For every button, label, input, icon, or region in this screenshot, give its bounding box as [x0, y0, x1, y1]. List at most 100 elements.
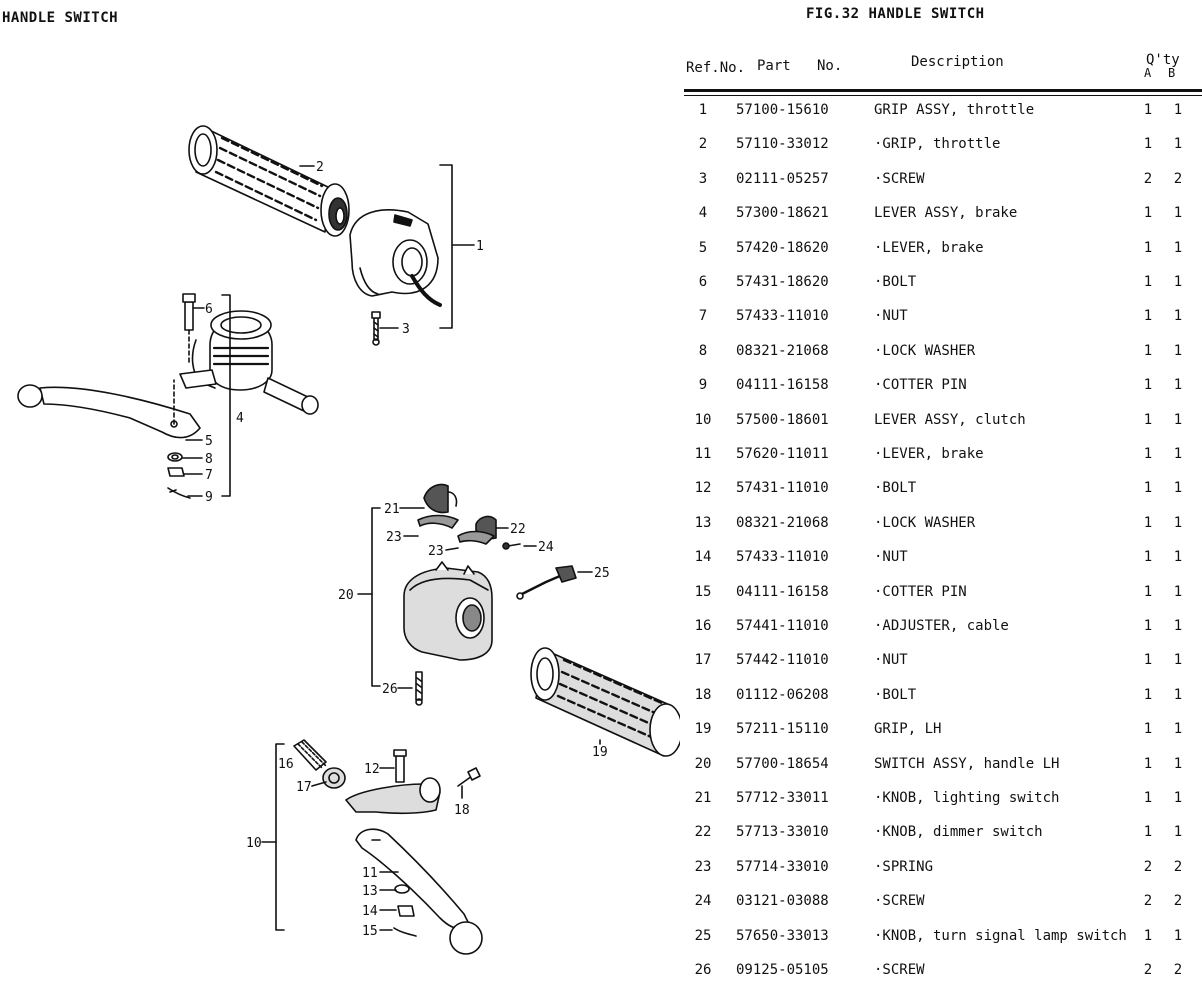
- part-no-cell: 08321-21068: [736, 515, 829, 531]
- part-no-cell: 57712-33011: [736, 790, 829, 806]
- qty-b-cell: 1: [1173, 721, 1183, 737]
- header-qty: Q'ty: [1146, 52, 1180, 68]
- description-cell: ·BOLT: [874, 480, 917, 496]
- callout-4: 4: [236, 411, 244, 426]
- callout-22: 22: [510, 522, 526, 537]
- qty-b-cell: 1: [1173, 618, 1183, 634]
- ref-no-cell: 13: [694, 515, 712, 531]
- description-cell: LEVER ASSY, clutch: [874, 412, 1026, 428]
- qty-b-cell: 2: [1173, 171, 1183, 187]
- description-cell: ·NUT: [874, 549, 908, 565]
- description-cell: ·ADJUSTER, cable: [874, 618, 1009, 634]
- callout-6: 6: [205, 302, 213, 317]
- qty-a-cell: 1: [1143, 102, 1153, 118]
- part-no-cell: 57442-11010: [736, 652, 829, 668]
- ref-no-cell: 4: [698, 205, 708, 221]
- ref-no-cell: 23: [694, 859, 712, 875]
- qty-b-cell: 1: [1173, 446, 1183, 462]
- part-no-cell: 01112-06208: [736, 687, 829, 703]
- callout-7: 7: [205, 468, 213, 483]
- qty-a-cell: 2: [1143, 859, 1153, 875]
- ref-no-cell: 24: [694, 893, 712, 909]
- description-cell: ·NUT: [874, 308, 908, 324]
- qty-a-cell: 1: [1143, 377, 1153, 393]
- qty-a-cell: 1: [1143, 721, 1153, 737]
- figure-title: FIG.32 HANDLE SWITCH: [806, 6, 985, 22]
- description-cell: ·KNOB, dimmer switch: [874, 824, 1043, 840]
- part-no-cell: 09125-05105: [736, 962, 829, 978]
- callout-13: 13: [362, 884, 378, 899]
- qty-b-cell: 2: [1173, 859, 1183, 875]
- callout-19: 19: [592, 745, 608, 760]
- qty-a-cell: 1: [1143, 618, 1153, 634]
- qty-a-cell: 1: [1143, 480, 1153, 496]
- part-no-cell: 03121-03088: [736, 893, 829, 909]
- ref-no-cell: 26: [694, 962, 712, 978]
- description-cell: ·NUT: [874, 652, 908, 668]
- qty-a-cell: 2: [1143, 171, 1153, 187]
- callout-12: 12: [364, 762, 380, 777]
- ref-no-cell: 5: [698, 240, 708, 256]
- callout-10: 10: [246, 836, 262, 851]
- qty-b-cell: 1: [1173, 584, 1183, 600]
- callout-23-upper: 23: [386, 530, 402, 545]
- header-part: Part: [757, 58, 791, 74]
- part-no-cell: 57700-18654: [736, 756, 829, 772]
- qty-b-cell: 1: [1173, 240, 1183, 256]
- qty-b-cell: 1: [1173, 549, 1183, 565]
- header-description: Description: [911, 54, 1004, 70]
- description-cell: ·LOCK WASHER: [874, 343, 976, 359]
- qty-a-cell: 1: [1143, 308, 1153, 324]
- qty-b-cell: 1: [1173, 756, 1183, 772]
- qty-a-cell: 1: [1143, 549, 1153, 565]
- part-no-cell: 57441-11010: [736, 618, 829, 634]
- description-cell: ·COTTER PIN: [874, 377, 967, 393]
- ref-no-cell: 22: [694, 824, 712, 840]
- callout-15: 15: [362, 924, 378, 939]
- qty-a-cell: 1: [1143, 687, 1153, 703]
- qty-a-cell: 1: [1143, 446, 1153, 462]
- callout-9: 9: [205, 490, 213, 505]
- description-cell: ·LEVER, brake: [874, 240, 984, 256]
- ref-no-cell: 8: [698, 343, 708, 359]
- callout-1: 1: [476, 239, 484, 254]
- ref-no-cell: 14: [694, 549, 712, 565]
- qty-b-cell: 1: [1173, 824, 1183, 840]
- qty-a-cell: 1: [1143, 824, 1153, 840]
- header-qty-b: B: [1168, 66, 1176, 80]
- part-no-cell: 57110-33012: [736, 136, 829, 152]
- callout-5: 5: [205, 434, 213, 449]
- qty-a-cell: 2: [1143, 893, 1153, 909]
- qty-b-cell: 2: [1173, 893, 1183, 909]
- callout-26: 26: [382, 682, 398, 697]
- qty-b-cell: 1: [1173, 308, 1183, 324]
- part-no-cell: 57620-11011: [736, 446, 829, 462]
- qty-a-cell: 1: [1143, 274, 1153, 290]
- description-cell: ·KNOB, lighting switch: [874, 790, 1060, 806]
- exploded-diagram: 2 1 3 6 4 5 8 7 9 21 23 22 23 24 25 20 2…: [17, 125, 680, 955]
- ref-no-cell: 16: [694, 618, 712, 634]
- part-no-cell: 57713-33010: [736, 824, 829, 840]
- ref-no-cell: 17: [694, 652, 712, 668]
- qty-a-cell: 1: [1143, 240, 1153, 256]
- callout-16: 16: [278, 757, 294, 772]
- ref-no-cell: 18: [694, 687, 712, 703]
- part-no-cell: 57650-33013: [736, 928, 829, 944]
- header-no: No.: [817, 58, 843, 74]
- part-no-cell: 57433-11010: [736, 549, 829, 565]
- header-rule-thin: [684, 95, 1202, 96]
- qty-a-cell: 1: [1143, 584, 1153, 600]
- description-cell: ·GRIP, throttle: [874, 136, 1001, 152]
- description-cell: ·LOCK WASHER: [874, 515, 976, 531]
